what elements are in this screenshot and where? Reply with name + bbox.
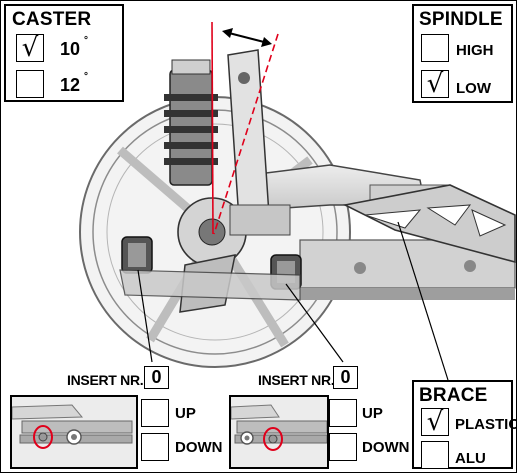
- brace-alu-label: ALU: [455, 450, 486, 467]
- brace-panel: BRACE √ PLASTIC ALU: [412, 380, 517, 469]
- spindle-panel: SPINDLE HIGH √ LOW: [412, 4, 513, 103]
- insert-1-up-checkbox[interactable]: [141, 399, 169, 427]
- callout-lines: [137, 221, 449, 381]
- insert-2-down-checkbox[interactable]: [329, 433, 357, 461]
- insert-1-down-checkbox[interactable]: [141, 433, 169, 461]
- insert-2-thumbnail: [229, 395, 329, 469]
- caster-angle-indicator: [211, 21, 279, 235]
- caster-panel: CASTER √ 10 ° 12 °: [4, 4, 124, 102]
- insert-1-value[interactable]: 0: [144, 366, 169, 389]
- spindle-high-checkbox[interactable]: [421, 34, 449, 62]
- spindle-title: SPINDLE: [419, 9, 503, 30]
- degree-symbol: °: [84, 71, 88, 82]
- brace-plastic-checkbox[interactable]: √: [421, 408, 449, 436]
- caster-10-label: 10: [60, 39, 81, 59]
- degree-symbol: °: [84, 35, 88, 46]
- brace-alu-checkbox[interactable]: [421, 441, 449, 469]
- brace-title: BRACE: [419, 385, 488, 406]
- check-mark: √: [21, 33, 39, 63]
- brace-part: [342, 184, 516, 264]
- insert-1-label: INSERT NR.: [67, 372, 144, 388]
- insert-2-down-label: DOWN: [362, 439, 410, 456]
- spindle-low-label: LOW: [456, 80, 491, 97]
- spindle-high-label: HIGH: [456, 42, 494, 59]
- caster-12-label: 12: [60, 75, 81, 95]
- lower-arm: [119, 269, 301, 301]
- insert-2-up-label: UP: [362, 405, 383, 422]
- caster-12-checkbox[interactable]: [16, 70, 44, 98]
- insert-1-down-label: DOWN: [175, 439, 223, 456]
- spindle-low-checkbox[interactable]: √: [421, 70, 449, 98]
- insert-1-thumbnail-drawing: [12, 397, 136, 467]
- check-mark: √: [426, 407, 444, 437]
- check-mark: √: [426, 69, 444, 99]
- brace-plastic-label: PLASTIC: [455, 416, 517, 433]
- insert-2-label: INSERT NR.: [258, 372, 335, 388]
- insert-2-up-checkbox[interactable]: [329, 399, 357, 427]
- insert-1-up-label: UP: [175, 405, 196, 422]
- insert-1-thumbnail: [10, 395, 138, 469]
- shock-absorber: [164, 59, 218, 186]
- insert-2-thumbnail-drawing: [231, 397, 327, 467]
- caster-title: CASTER: [12, 9, 92, 30]
- insert-2-value[interactable]: 0: [333, 366, 358, 389]
- insert-left: [121, 236, 153, 274]
- caster-10-checkbox[interactable]: √: [16, 34, 44, 62]
